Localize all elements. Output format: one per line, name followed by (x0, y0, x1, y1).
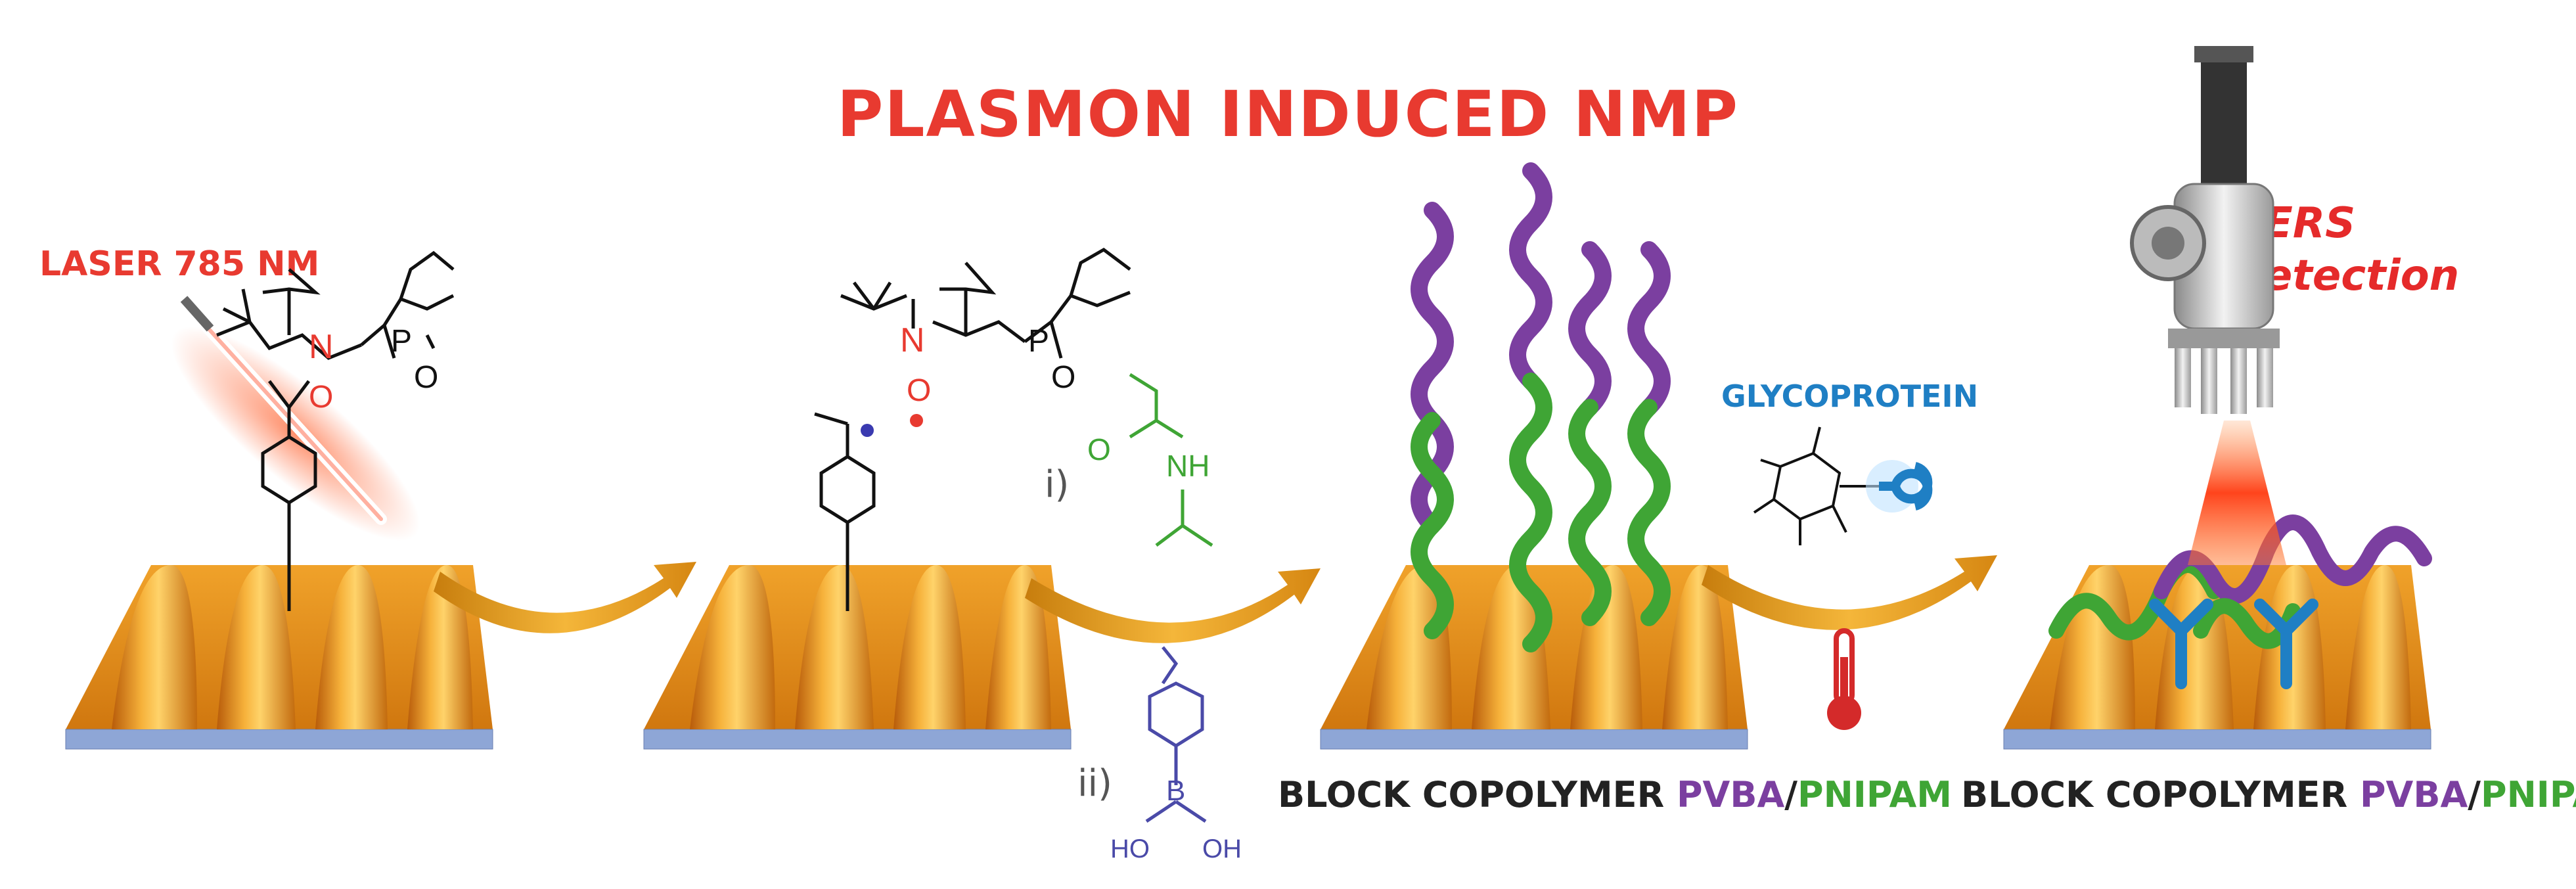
copolymer-prefix: BLOCK COPOLYMER (1278, 774, 1677, 815)
copolymer-prefix: BLOCK COPOLYMER (1961, 774, 2360, 815)
reaction-arrow-2 (1025, 568, 1321, 643)
step-ii-label: ii) (1077, 762, 1112, 805)
oxygen-atom: O (1051, 360, 1075, 395)
antibody-icon (2149, 599, 2318, 689)
vba-monomer (1145, 646, 1207, 823)
reaction-arrow-1 (434, 562, 696, 633)
microscope-icon (2130, 46, 2280, 414)
glucose-structure (1753, 426, 1879, 545)
raman-light-cone (2188, 421, 2286, 565)
boron-atom: B (1166, 775, 1185, 807)
pvba-label: PVBA (1676, 774, 1785, 815)
oxygen-atom: O (1087, 432, 1111, 467)
nh-group: NH (1166, 449, 1209, 483)
pvba-label: PVBA (2359, 774, 2468, 815)
nitroxide-molecule (840, 248, 1131, 359)
step-i-label: i) (1045, 463, 1070, 506)
pnipam-label: PNIPAM (1797, 774, 1953, 815)
alkoxyamine-molecule (216, 250, 455, 611)
copolymer-label-2: BLOCK COPOLYMER PVBA/PNIPAM (1961, 774, 2576, 815)
nipam-monomer (1129, 373, 1213, 547)
glycoprotein-label: GLYCOPROTEIN (1721, 378, 1979, 414)
polymer-brushes (1411, 162, 1671, 652)
collapsed-polymers (2048, 514, 2432, 649)
oxygen-atom: O (907, 373, 931, 408)
laser-label: LASER 785 NM (39, 244, 320, 284)
phosphorus-atom: P (391, 324, 412, 359)
benzyl-radical (814, 412, 876, 611)
separator: / (1784, 774, 1798, 815)
pnipam-label: PNIPAM (2481, 774, 2576, 815)
radical-dot-blue (861, 424, 874, 437)
copolymer-label-1: BLOCK COPOLYMER PVBA/PNIPAM (1278, 774, 1952, 815)
nitrogen-atom: N (309, 328, 334, 366)
gold-substrate-2 (643, 565, 1072, 750)
oxygen-atom: O (414, 360, 438, 395)
hydroxyl-label: HO (1110, 834, 1150, 863)
gold-substrate-1 (65, 565, 493, 750)
oxygen-atom: O (309, 380, 333, 415)
reaction-arrow-3 (1702, 555, 1997, 630)
thermometer-icon (1827, 628, 1861, 730)
figure-title: PLASMON INDUCED NMP (837, 78, 1739, 151)
radical-dot-red (910, 414, 923, 427)
laser-beam (171, 296, 420, 541)
receptor-icon (1866, 460, 1933, 513)
nitrogen-atom: N (900, 321, 925, 359)
separator: / (2468, 774, 2481, 815)
phosphorus-atom: P (1028, 324, 1049, 359)
hydroxyl-label: OH (1202, 834, 1242, 863)
